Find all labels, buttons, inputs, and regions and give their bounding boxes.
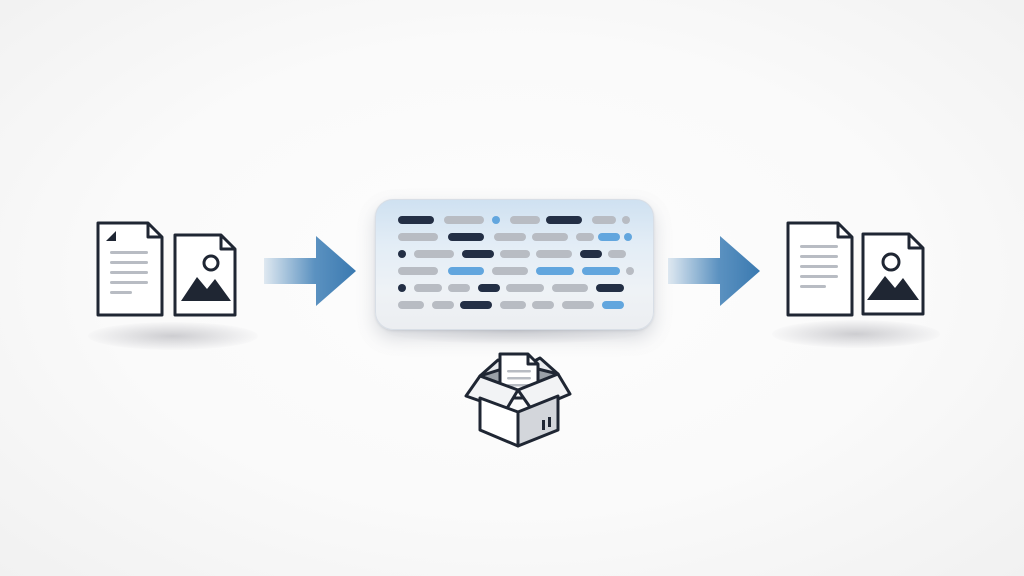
input-image-icon xyxy=(173,233,237,317)
token-chip xyxy=(500,250,530,258)
token-chip xyxy=(532,233,568,241)
token-chip xyxy=(478,284,500,292)
token-chip xyxy=(462,250,494,258)
token-chip xyxy=(460,301,492,309)
token-chip xyxy=(494,233,526,241)
token-chip xyxy=(492,267,528,275)
flow-arrow-out xyxy=(668,236,760,306)
token-dot xyxy=(398,250,406,258)
token-chip xyxy=(546,216,582,224)
token-dot xyxy=(492,216,500,224)
token-chip xyxy=(532,301,554,309)
token-chip xyxy=(536,267,574,275)
token-chip xyxy=(398,267,438,275)
token-chip xyxy=(500,301,526,309)
token-chip xyxy=(448,233,484,241)
input-shadow xyxy=(88,322,258,350)
token-chip xyxy=(432,301,454,309)
token-dot xyxy=(398,284,406,292)
token-chip xyxy=(592,216,616,224)
token-chip xyxy=(506,284,544,292)
input-document-icon xyxy=(96,221,164,317)
token-chip xyxy=(510,216,540,224)
token-chip xyxy=(596,284,624,292)
token-chip xyxy=(448,284,470,292)
token-chip xyxy=(576,233,594,241)
token-dot xyxy=(622,216,630,224)
token-chip xyxy=(608,250,626,258)
token-chip xyxy=(448,267,484,275)
token-chip xyxy=(582,267,620,275)
token-chip xyxy=(598,233,620,241)
token-sequence-panel xyxy=(375,199,654,330)
open-box-icon xyxy=(464,352,572,448)
token-chip xyxy=(398,216,434,224)
flow-arrow-in xyxy=(264,236,356,306)
token-dot xyxy=(624,233,632,241)
output-shadow xyxy=(772,320,940,348)
token-chip xyxy=(444,216,484,224)
token-dot xyxy=(626,267,634,275)
output-document-icon xyxy=(786,221,854,317)
token-chip xyxy=(562,301,594,309)
token-chip xyxy=(414,250,454,258)
output-image-icon xyxy=(861,232,925,316)
token-chip xyxy=(398,233,438,241)
token-chip xyxy=(398,301,424,309)
token-chip xyxy=(536,250,572,258)
token-chip xyxy=(552,284,588,292)
token-chip xyxy=(580,250,602,258)
token-chip xyxy=(602,301,624,309)
token-chip xyxy=(414,284,442,292)
